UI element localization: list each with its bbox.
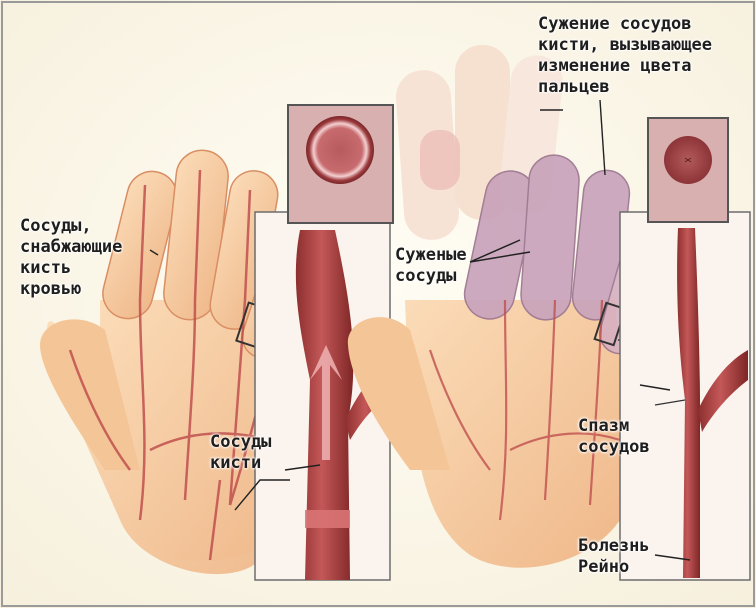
label-vessels-supply: Сосуды, снабжающие кисть кровью (20, 216, 122, 300)
label-narrowed-vessels: Суженые сосуды (395, 245, 467, 287)
left-cross-section (306, 116, 374, 184)
label-raynaud: Болезнь Рейно (578, 536, 650, 578)
label-constriction-title: Сужение сосудов кисти, вызывающее измене… (538, 14, 712, 98)
label-vasospasm: Спазм сосудов (578, 416, 650, 458)
label-hand-vessels: Сосуды кисти (210, 432, 271, 474)
